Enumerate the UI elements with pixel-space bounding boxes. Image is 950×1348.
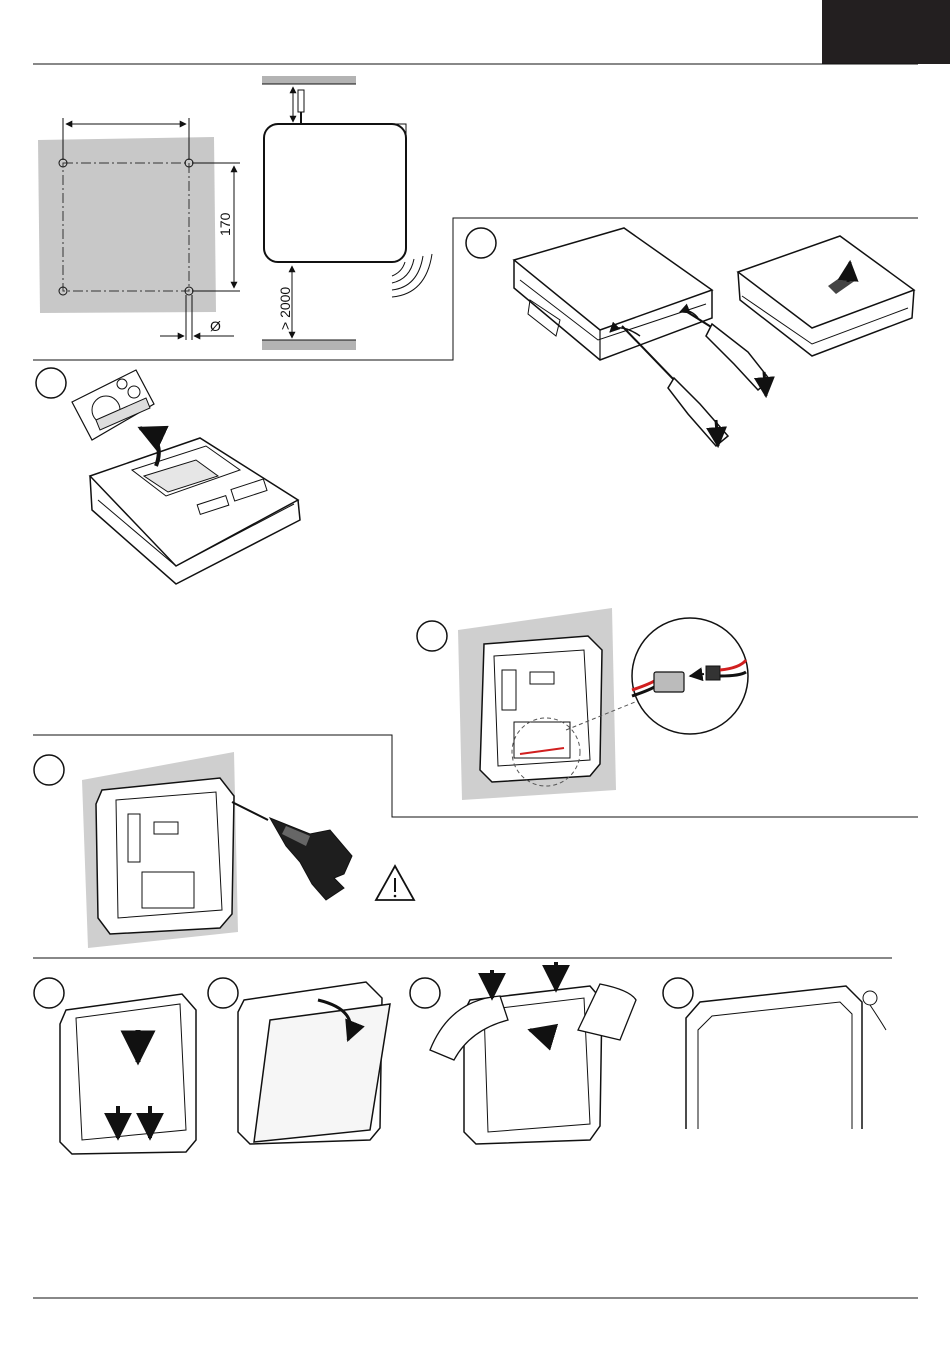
clearance-figure: > 2000 [262, 76, 432, 350]
screwdriver-icon [622, 310, 770, 446]
open-device-figure [514, 228, 914, 446]
step-marker-cover-press [410, 978, 440, 1008]
step-marker-connect-battery [417, 621, 447, 651]
step-marker-remove-insert [36, 368, 66, 398]
connect-battery-figure [458, 608, 748, 800]
cover-slide-figure [60, 994, 196, 1154]
dimension-clearance-label: > 2000 [277, 287, 293, 330]
signal-wave-icon [392, 262, 405, 276]
diameter-symbol: Ø [210, 318, 221, 334]
step-marker-seal [663, 978, 693, 1008]
screw-base-figure [82, 752, 414, 948]
cover-press-figure [430, 962, 636, 1144]
step-marker-screw-base [34, 755, 64, 785]
seal-figure [676, 986, 886, 1130]
warning-triangle-icon [376, 866, 414, 900]
mounting-template-figure: 170 Ø [38, 118, 240, 340]
drill-icon [270, 818, 352, 900]
step-marker-cover-tilt [208, 978, 238, 1008]
dimension-170-label: 170 [217, 212, 233, 236]
remove-insert-figure [72, 370, 300, 584]
step-marker-cover-slide [34, 978, 64, 1008]
step-marker-open-cover [466, 228, 496, 258]
cover-tilt-figure [238, 982, 390, 1144]
